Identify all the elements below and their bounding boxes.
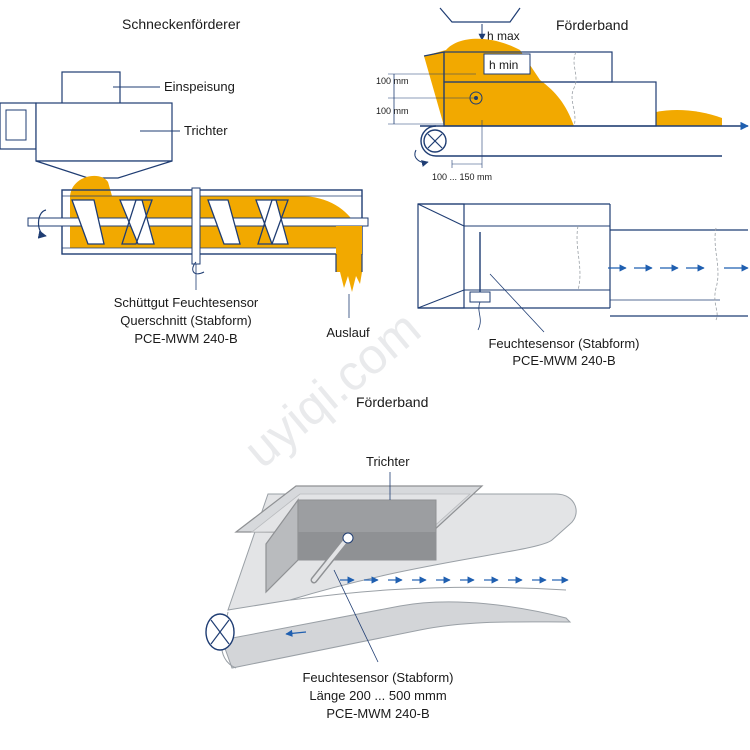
- screw-conveyor-title: Schneckenförderer: [122, 16, 241, 32]
- outlet-material: [336, 226, 362, 272]
- screw-sensor: [191, 187, 201, 265]
- feed-box: [61, 71, 121, 105]
- screw-conveyor-diagram: Schneckenförderer Einspeisung Trichter: [0, 16, 370, 346]
- screw-sensor-label-2: Querschnitt (Stabform): [120, 313, 252, 328]
- hopper-label: Trichter: [184, 123, 228, 138]
- h-min-label: h min: [489, 58, 518, 72]
- belt-iso-title: Förderband: [356, 394, 428, 410]
- belt-top-view: Feuchtesensor (Stabform) PCE-MWM 240-B: [417, 203, 749, 368]
- dim-bottom-label: 100 ... 150 mm: [432, 172, 492, 182]
- outlet-label: Auslauf: [326, 325, 370, 340]
- top-sensor-label-2: PCE-MWM 240-B: [512, 353, 615, 368]
- iso-hopper-label: Trichter: [366, 454, 410, 469]
- iso-sensor-label-2: Länge 200 ... 500 mmm: [309, 688, 446, 703]
- hopper-funnel: [35, 160, 173, 179]
- h-max-label: h max: [487, 29, 520, 43]
- dim-lower-label: 100 mm: [376, 106, 409, 116]
- screw-sensor-label-3: PCE-MWM 240-B: [134, 331, 237, 346]
- iso-sensor-label-3: PCE-MWM 240-B: [326, 706, 429, 721]
- hopper-box: [35, 102, 173, 162]
- belt-side-view: Förderband h max h min 100 mm 100 mm: [376, 7, 749, 182]
- feed-label: Einspeisung: [164, 79, 235, 94]
- top-sensor-label-1: Feuchtesensor (Stabform): [488, 336, 639, 351]
- belt-side-title: Förderband: [556, 17, 628, 33]
- top-funnel: [439, 7, 521, 23]
- h-min-box: [483, 53, 531, 75]
- dim-upper-label: 100 mm: [376, 76, 409, 86]
- screw-sensor-label-1: Schüttgut Feuchtesensor: [114, 295, 259, 310]
- screw-flights: [71, 199, 289, 245]
- rotation-arrow-icon: [37, 209, 47, 239]
- belt-iso-view: Förderband: [205, 394, 577, 721]
- iso-sensor-label-1: Feuchtesensor (Stabform): [302, 670, 453, 685]
